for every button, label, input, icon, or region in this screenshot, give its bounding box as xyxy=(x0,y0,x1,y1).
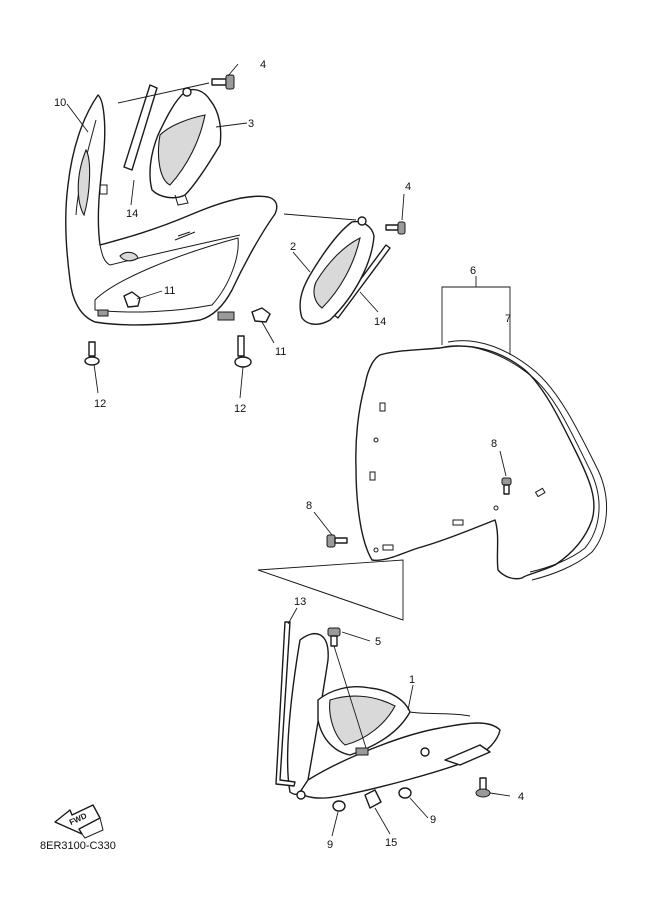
callout-8-left: 8 xyxy=(306,500,312,512)
callout-13: 13 xyxy=(294,596,306,608)
leader-lines xyxy=(66,63,511,837)
callout-14-right: 14 xyxy=(374,316,386,328)
callout-6: 6 xyxy=(470,265,476,277)
callout-4-upper: 4 xyxy=(260,59,266,71)
callout-7: 7 xyxy=(505,313,511,325)
callout-9-right: 9 xyxy=(430,814,436,826)
trim-part-13 xyxy=(275,621,296,787)
weatherstrip-part-14-left xyxy=(123,84,158,171)
bolt-part-12-left xyxy=(84,341,100,366)
inner-panel-part-3 xyxy=(149,87,222,206)
callout-3: 3 xyxy=(248,118,254,130)
callout-11-right: 11 xyxy=(275,346,286,358)
callout-labels: 1 2 3 4 4 4 5 6 7 8 8 9 9 10 11 11 12 12… xyxy=(54,59,524,851)
callout-2: 2 xyxy=(290,241,296,253)
callout-9-left: 9 xyxy=(327,839,333,851)
clip-part-15 xyxy=(364,789,382,809)
screw-part-8-right xyxy=(493,477,512,511)
callout-12-right: 12 xyxy=(234,403,246,415)
collar-part-9-left xyxy=(332,800,346,812)
callout-12-left: 12 xyxy=(94,398,106,410)
bolt-part-12-right xyxy=(234,335,252,368)
callout-15: 15 xyxy=(385,837,397,849)
screw-part-4-upper xyxy=(211,74,235,90)
windshield-part-7 xyxy=(355,340,608,581)
callout-4-middle: 4 xyxy=(405,181,411,193)
callout-5: 5 xyxy=(375,636,381,648)
callout-11-left: 11 xyxy=(164,285,175,297)
screw-part-4-middle xyxy=(385,221,406,235)
callout-10: 10 xyxy=(54,97,66,109)
drawing-code: 8ER3100-C330 xyxy=(40,840,116,852)
upper-cowling-part-10 xyxy=(65,94,278,326)
callout-8-right: 8 xyxy=(491,438,497,450)
nut-part-11-right xyxy=(251,307,271,323)
side-panel-part-2 xyxy=(299,216,375,325)
nut-part-11-left xyxy=(123,291,141,308)
callout-4-lower: 4 xyxy=(518,791,524,803)
collar-part-9-right xyxy=(398,787,412,799)
callout-1: 1 xyxy=(409,674,415,686)
inner-cover-part-1 xyxy=(286,632,501,800)
fwd-arrow-icon: FWD xyxy=(54,804,104,839)
callout-14-left: 14 xyxy=(126,208,138,220)
screw-part-4-lower xyxy=(475,777,491,798)
bolt-part-5 xyxy=(327,627,367,749)
screw-part-8-left xyxy=(326,534,348,548)
